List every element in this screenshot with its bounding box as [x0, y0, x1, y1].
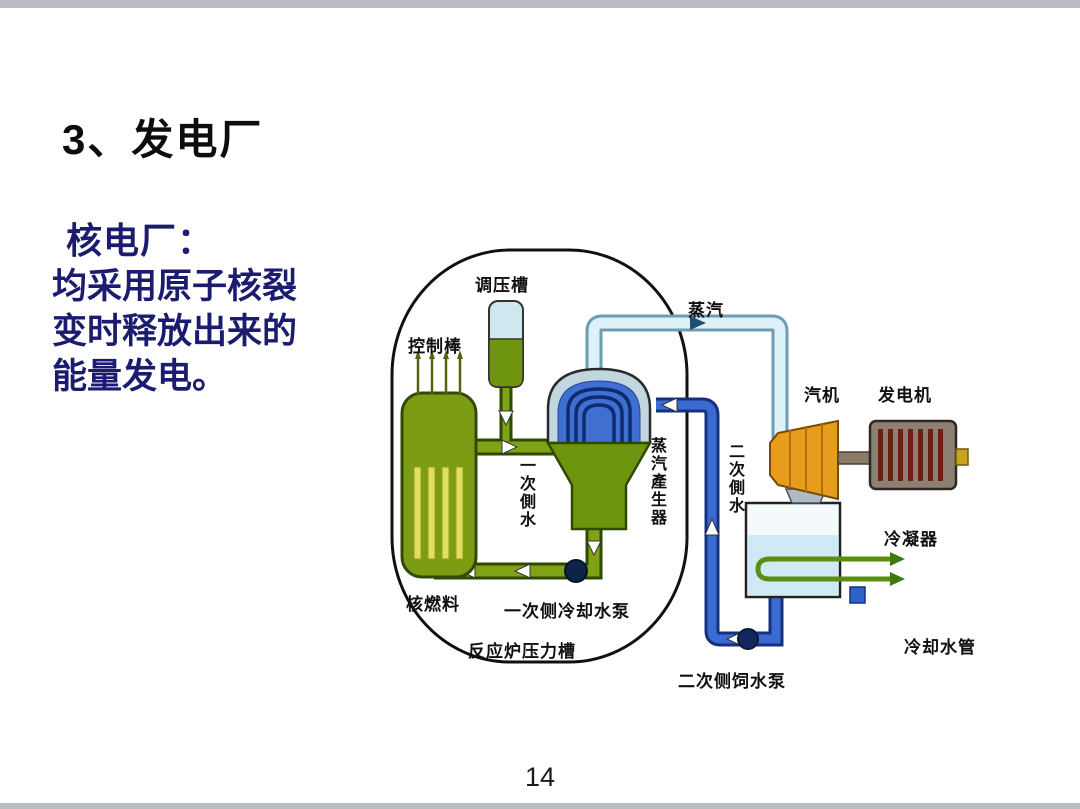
cooling-fitting: [849, 586, 866, 604]
reactor-vessel-shape: [400, 391, 478, 579]
label-feed-pump: 二次侧饲水泵: [678, 672, 786, 691]
condenser-shape: [744, 501, 905, 604]
flow-arrow-up: [704, 517, 720, 536]
steam-flow-arrow: [690, 316, 706, 330]
main-steam-pipe: [585, 314, 789, 440]
pressurizer-shape: [488, 300, 524, 388]
cooling-coil: [755, 556, 890, 582]
label-cooling-pipe: 冷却水管: [904, 638, 976, 657]
flow-arrow-right: [501, 439, 519, 455]
label-control-rods: 控制棒: [408, 337, 462, 356]
label-steam: 蒸汽: [688, 301, 724, 320]
nuclear-plant-diagram: 调压槽 控制棒 蒸汽 汽机 发电机 一次側水 蒸汽產生器 二次側水 核燃料 一次…: [372, 235, 1017, 715]
turbine-shape: [769, 419, 839, 501]
label-steam-generator: 蒸汽產生器: [648, 437, 665, 527]
label-reactor-vessel: 反应炉压力槽: [468, 642, 576, 661]
generator-terminal: [955, 448, 969, 466]
feedwater-pipe: [656, 397, 784, 650]
label-turbine: 汽机: [804, 386, 840, 405]
label-primary-water: 一次側水: [517, 457, 534, 529]
flow-arrow-down: [586, 540, 602, 557]
control-rods-shape: [415, 350, 463, 395]
feedwater-pump-shape: [737, 628, 759, 650]
plant-schematic-svg: [390, 248, 969, 664]
description-line: 均采用原子核裂: [52, 267, 298, 306]
description-line: 变时释放出来的: [52, 312, 298, 351]
flow-arrow-left: [513, 563, 531, 579]
top-border: [0, 0, 1080, 8]
slide-subtitle: 核电厂：: [66, 220, 215, 261]
label-pressurizer: 调压槽: [475, 276, 529, 295]
turbine-shaft: [837, 451, 871, 465]
primary-pump-shape: [564, 559, 588, 583]
flow-arrow-down: [498, 410, 514, 427]
bottom-border: [0, 803, 1080, 809]
cooling-arrow: [890, 552, 905, 566]
fuel-rods: [413, 466, 464, 560]
primary-loop-pipes: [434, 385, 603, 583]
condenser-water: [748, 535, 838, 595]
label-condenser: 冷凝器: [884, 530, 938, 549]
generator-shape: [868, 419, 969, 491]
steam-generator-shape: [545, 367, 653, 531]
cooling-arrow: [890, 572, 905, 586]
description: 均采用原子核裂 变时释放出来的 能量发电。: [52, 264, 372, 399]
label-secondary-water: 二次側水: [726, 443, 743, 515]
label-fuel: 核燃料: [406, 595, 460, 614]
slide-title: 3、发电厂: [62, 116, 264, 163]
page-number: 14: [524, 762, 556, 792]
flow-arrow-left: [660, 397, 678, 413]
u-tubes: [566, 387, 632, 443]
label-primary-pump: 一次侧冷却水泵: [504, 602, 630, 621]
label-generator: 发电机: [878, 386, 932, 405]
description-line: 能量发电。: [52, 357, 228, 396]
